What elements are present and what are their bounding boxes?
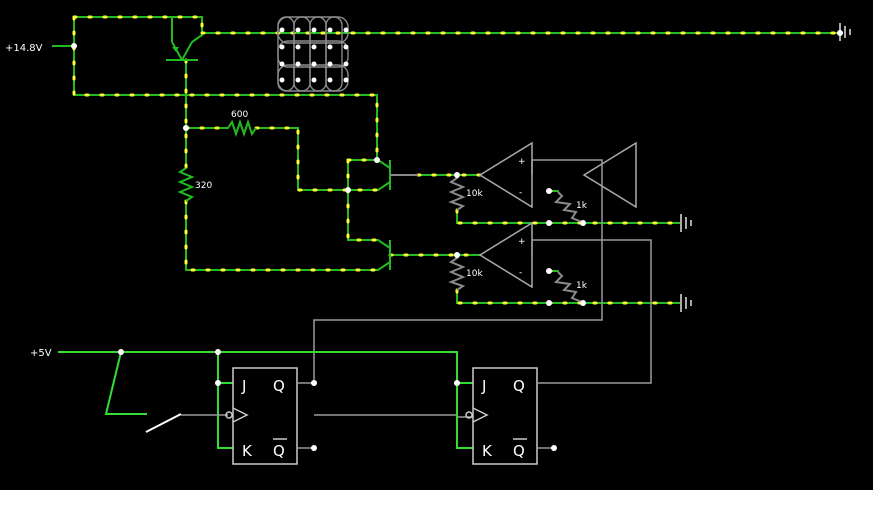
junction-node (345, 187, 351, 193)
lamp-node (311, 77, 317, 83)
resistor-10k-2-label: 10k (466, 269, 483, 279)
lamp-array[interactable] (277, 16, 349, 92)
lamp-node (311, 27, 317, 33)
supply-5v-label: +5V (30, 348, 52, 359)
wire-segment[interactable] (73, 16, 203, 36)
lamp-node (327, 77, 333, 83)
opamp-1[interactable]: + - (478, 141, 637, 209)
resistor-1k-2[interactable]: 1k (553, 271, 588, 303)
circuit-diagram: +14.8V 600 320 (5, 15, 851, 465)
current-dots (455, 288, 682, 305)
resistor-1k-1[interactable]: 1k (553, 191, 588, 223)
junction-node (580, 220, 586, 226)
junction-node (546, 188, 552, 194)
ff1-q-label: Q (273, 377, 285, 395)
ground-mid-2 (680, 294, 692, 312)
ff1-j-label: J (241, 377, 246, 395)
resistor-1k-2-label: 1k (576, 281, 588, 291)
ff1-k-label: K (242, 442, 253, 460)
ground-mid-1 (680, 214, 692, 232)
junction-node (183, 125, 189, 131)
ff2-j-label: J (481, 377, 486, 395)
lamp-node (279, 44, 285, 50)
lamp-node (327, 44, 333, 50)
opamp-2[interactable]: + - (478, 221, 533, 289)
jk-flipflop-2[interactable]: J K Q Q (465, 367, 557, 465)
lamp-node (295, 27, 301, 33)
jk-flipflop-1[interactable]: J K Q Q (225, 367, 317, 465)
ff2-qbar-label: Q (513, 442, 525, 460)
transistor-q1[interactable] (377, 159, 418, 191)
wire-segment[interactable] (456, 209, 681, 224)
node (71, 43, 77, 49)
lamp-node (343, 27, 349, 33)
current-dots (184, 199, 380, 272)
resistor-1k-1-label: 1k (576, 201, 588, 211)
lamp-node (295, 44, 301, 50)
lamp-node (343, 77, 349, 83)
supply-5v[interactable]: +5V (30, 348, 473, 449)
resistor-600[interactable]: 600 (227, 110, 257, 138)
resistor-320-label: 320 (195, 181, 212, 191)
junction-node (546, 268, 552, 274)
junction-node (546, 220, 552, 226)
junction-node (374, 157, 380, 163)
pass-transistor[interactable] (166, 17, 203, 61)
ff1-qbar-label: Q (273, 442, 285, 460)
lamp-node (295, 77, 301, 83)
clock-switch[interactable] (145, 413, 228, 433)
supply-14v8-label: +14.8V (5, 43, 43, 54)
lamp-node (295, 61, 301, 67)
wire-segment[interactable] (456, 289, 681, 304)
resistor-10k-2[interactable]: 10k (448, 257, 483, 291)
resistor-600-label: 600 (231, 110, 248, 120)
junction-node (546, 300, 552, 306)
junction-node (580, 300, 586, 306)
lamp-node (279, 61, 285, 67)
opamp-2-minus: - (519, 268, 522, 278)
lamp-node (311, 44, 317, 50)
wire-segment[interactable] (347, 159, 379, 241)
lamp-node (343, 44, 349, 50)
lamp-node (279, 77, 285, 83)
current-dots (72, 15, 204, 37)
opamp-2-plus: + (518, 237, 526, 247)
ff2-k-label: K (482, 442, 493, 460)
lamp-node (343, 61, 349, 67)
supply-14v8[interactable]: +14.8V (5, 43, 77, 54)
junction-node (837, 30, 843, 36)
lamp-node (311, 61, 317, 67)
resistor-320[interactable]: 320 (177, 167, 212, 202)
wire-segment[interactable] (73, 16, 378, 161)
resistor-10k-1-label: 10k (466, 189, 483, 199)
circuit-canvas[interactable]: +14.8V 600 320 (0, 0, 873, 490)
junction-node (454, 172, 460, 178)
junction-nodes (183, 30, 843, 306)
current-dots (72, 15, 379, 162)
opamp-1-minus: - (519, 188, 522, 198)
lamp-node (279, 27, 285, 33)
lamp-node (327, 61, 333, 67)
current-dots (455, 208, 682, 225)
current-dots (346, 158, 380, 242)
wire-segment[interactable] (255, 127, 379, 191)
lamp-node (327, 27, 333, 33)
ff2-q-label: Q (513, 377, 525, 395)
page-margin (0, 490, 873, 512)
opamp-1-plus: + (518, 157, 526, 167)
resistor-10k-1[interactable]: 10k (448, 177, 483, 211)
transistor-q2[interactable] (377, 239, 391, 271)
junction-node (454, 252, 460, 258)
lamp-nodes (279, 27, 349, 83)
